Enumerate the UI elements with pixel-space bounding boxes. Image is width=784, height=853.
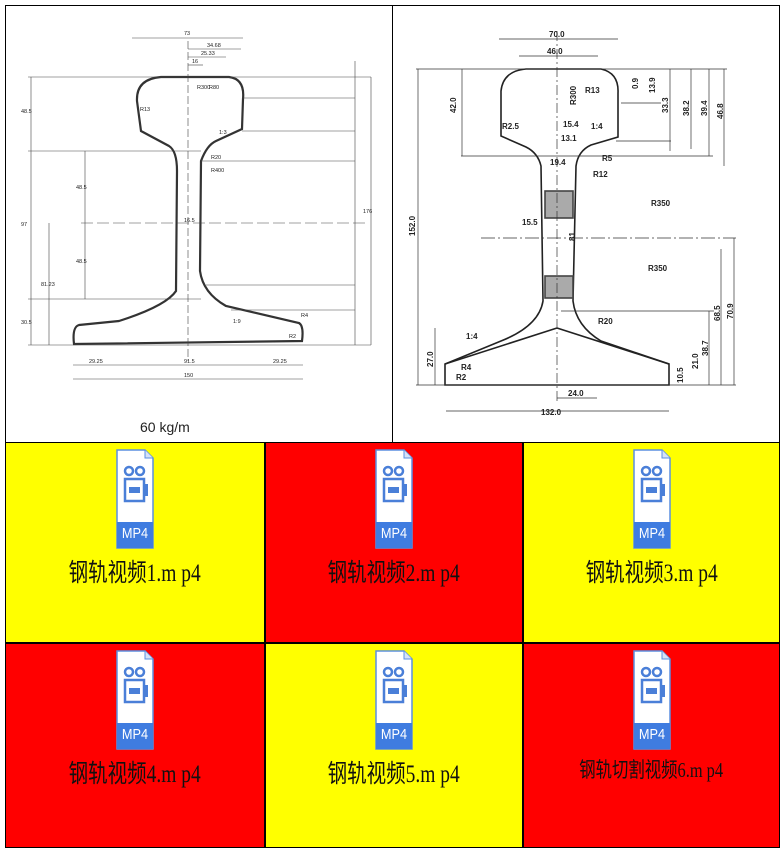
rail-profile-60kg-diagram: 73 34.68 25.33 16 48.5 97 48.5 48.5 81.2… xyxy=(21,31,372,380)
dim-label: R13 xyxy=(585,86,600,95)
dim-label: R13 xyxy=(140,107,150,113)
video-file-name: 钢轨视频3.m p4 xyxy=(585,560,718,587)
mp4-file-icon: MP4 xyxy=(116,650,154,750)
mp4-badge: MP4 xyxy=(638,726,665,743)
dim-label: R2 xyxy=(456,373,467,382)
mp4-file-icon: MP4 xyxy=(375,449,413,549)
dim-label: 132.0 xyxy=(541,408,562,417)
mp4-badge: MP4 xyxy=(121,525,149,542)
video-file-name: 钢轨视频4.m p4 xyxy=(68,761,202,788)
dim-label: 21.0 xyxy=(691,353,700,369)
dim-label: R2.5 xyxy=(502,122,519,131)
video-file-name: 钢轨视频5.m p4 xyxy=(327,761,461,788)
mp4-badge: MP4 xyxy=(380,726,408,743)
dim-label: 1:4 xyxy=(466,332,478,341)
rail-drawing-dimensions: 70.0 46.0 42.0 152.0 132.0 24.0 15.4 13.… xyxy=(392,5,780,443)
mp4-badge: MP4 xyxy=(638,525,665,542)
dim-label: R20 xyxy=(211,155,221,161)
dim-label: 1:4 xyxy=(591,122,603,131)
dim-label: 13.9 xyxy=(648,77,657,93)
rail-profile-diagram: 70.0 46.0 42.0 152.0 132.0 24.0 15.4 13.… xyxy=(408,30,736,417)
dim-label: 68.5 xyxy=(713,305,722,321)
dim-label: 81 xyxy=(568,232,577,241)
video-file-item[interactable]: MP4 钢轨视频2.m p4 xyxy=(265,442,523,643)
dim-label: R300 xyxy=(197,85,210,91)
video-file-item[interactable]: MP4 钢轨视频1.m p4 xyxy=(5,442,265,643)
dim-label: R300 xyxy=(569,85,578,105)
rail-weight-caption: 60 kg/m xyxy=(140,419,190,435)
dim-label: 10.5 xyxy=(676,367,685,383)
dim-label: 46.8 xyxy=(716,103,725,119)
rail-drawing-60kg: 73 34.68 25.33 16 48.5 97 48.5 48.5 81.2… xyxy=(5,5,393,443)
video-file-item[interactable]: MP4 钢轨视频3.m p4 xyxy=(523,442,780,643)
dim-label: 15.4 xyxy=(563,120,579,129)
video-file-item[interactable]: MP4 钢轨切割视频6.m p4 xyxy=(523,643,780,848)
dim-label: R20 xyxy=(598,317,613,326)
dim-label: R350 xyxy=(648,264,668,273)
dim-label: R4 xyxy=(461,363,472,372)
dim-label: 27.0 xyxy=(426,351,435,367)
dim-label: 152.0 xyxy=(408,215,417,236)
dim-label: 42.0 xyxy=(449,97,458,113)
dim-label: 150 xyxy=(184,373,193,379)
dim-label: 38.7 xyxy=(701,340,710,356)
video-file-name: 钢轨切割视频6.m p4 xyxy=(579,758,724,782)
dim-label: 46.0 xyxy=(547,47,563,56)
dim-label: R12 xyxy=(593,170,608,179)
video-file-name: 钢轨视频1.m p4 xyxy=(68,560,202,587)
dim-label: 0.9 xyxy=(631,77,640,89)
dim-label: 16.5 xyxy=(184,218,195,224)
dim-label: R80 xyxy=(209,85,219,91)
mp4-file-icon: MP4 xyxy=(375,650,413,750)
dim-label: 29.25 xyxy=(273,359,287,365)
dim-label: 29.25 xyxy=(89,359,103,365)
dim-label: 1:3 xyxy=(219,130,227,136)
dim-label: R400 xyxy=(211,168,224,174)
mp4-file-icon: MP4 xyxy=(632,449,671,549)
dim-label: 15.5 xyxy=(522,218,538,227)
dim-label: 39.4 xyxy=(700,100,709,116)
dim-label: 34.68 xyxy=(207,43,221,49)
dim-label: 16 xyxy=(192,59,198,65)
video-file-name: 钢轨视频2.m p4 xyxy=(327,560,461,587)
dim-label: 24.0 xyxy=(568,389,584,398)
mp4-badge: MP4 xyxy=(121,726,149,743)
dim-label: 70.0 xyxy=(549,30,565,39)
mp4-file-icon: MP4 xyxy=(116,449,154,549)
dim-label: 73 xyxy=(184,31,190,37)
dim-label: 48.5 xyxy=(76,259,87,265)
dim-label: R5 xyxy=(602,154,613,163)
video-file-item[interactable]: MP4 钢轨视频4.m p4 xyxy=(5,643,265,848)
dim-label: 81.23 xyxy=(41,282,55,288)
mp4-file-icon: MP4 xyxy=(632,650,671,750)
dim-label: R350 xyxy=(651,199,671,208)
dim-label: 13.1 xyxy=(561,134,577,143)
dim-label: 25.33 xyxy=(201,51,215,57)
video-file-item[interactable]: MP4 钢轨视频5.m p4 xyxy=(265,643,523,848)
dim-label: 91.5 xyxy=(184,359,195,365)
dim-label: 19.4 xyxy=(550,158,566,167)
dim-label: 70.9 xyxy=(726,303,735,319)
dim-label: 176 xyxy=(363,209,372,215)
dim-label: R2 xyxy=(289,334,296,340)
mp4-badge: MP4 xyxy=(380,525,408,542)
dim-label: 48.5 xyxy=(76,185,87,191)
dim-label: 38.2 xyxy=(682,100,691,116)
dim-label: R4 xyxy=(301,313,308,319)
dim-label: 48.5 xyxy=(21,109,32,115)
dim-label: 30.5 xyxy=(21,320,32,326)
dim-label: 97 xyxy=(21,222,27,228)
dim-label: 1:9 xyxy=(233,319,241,325)
dim-label: 33.3 xyxy=(661,97,670,113)
